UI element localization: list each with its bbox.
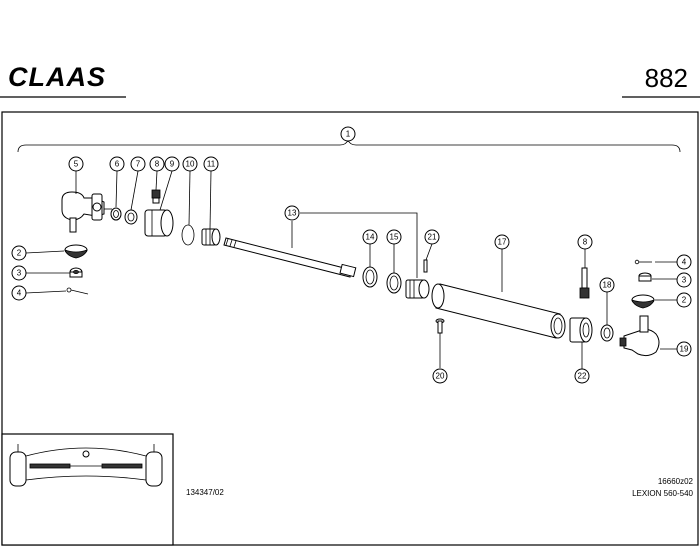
svg-text:11: 11: [207, 160, 216, 169]
callout-1[interactable]: 1: [340, 126, 356, 142]
svg-text:20: 20: [436, 372, 445, 381]
svg-text:9: 9: [170, 160, 175, 169]
svg-text:14: 14: [366, 233, 375, 242]
callout-9[interactable]: 9: [164, 156, 180, 172]
castle-nut-right: [638, 272, 652, 282]
svg-text:4: 4: [682, 258, 687, 267]
svg-text:6: 6: [115, 160, 120, 169]
svg-text:2: 2: [17, 249, 22, 258]
svg-text:2: 2: [682, 296, 687, 305]
clamp-22: [569, 317, 593, 343]
callout-2-left[interactable]: 2: [11, 245, 27, 261]
svg-text:21: 21: [428, 233, 437, 242]
pin-21: [423, 259, 428, 273]
callout-5[interactable]: 5: [68, 156, 84, 172]
circlip-10: [181, 224, 195, 246]
callout-22[interactable]: 22: [574, 368, 590, 384]
svg-text:17: 17: [498, 238, 507, 247]
callout-3-right[interactable]: 3: [676, 272, 692, 288]
callouts: 1 5 6 7 8 9 10 11 2 3 4 13 14 15 21 17 8…: [11, 126, 692, 384]
header: CLAAS 882: [0, 62, 700, 98]
ring-14-inner: [365, 269, 375, 285]
castle-nut-left: [69, 267, 83, 278]
callout-3-left[interactable]: 3: [11, 265, 27, 281]
cotter-pin-right: [634, 259, 652, 265]
callout-20[interactable]: 20: [432, 368, 448, 384]
callout-18[interactable]: 18: [599, 277, 615, 293]
svg-text:15: 15: [390, 233, 399, 242]
callout-4-right[interactable]: 4: [676, 254, 692, 270]
callout-14[interactable]: 14: [362, 229, 378, 245]
svg-text:3: 3: [17, 269, 22, 278]
cotter-pin-left: [66, 287, 89, 295]
svg-text:22: 22: [578, 372, 587, 381]
page-number: 882: [645, 63, 688, 93]
footer-left-ref: 134347/02: [186, 488, 224, 497]
callout-17[interactable]: 17: [494, 234, 510, 250]
grease-nipple-left: [151, 189, 161, 204]
callout-10[interactable]: 10: [182, 156, 198, 172]
svg-text:5: 5: [74, 160, 79, 169]
callout-11[interactable]: 11: [203, 156, 219, 172]
svg-text:8: 8: [155, 160, 160, 169]
svg-text:1: 1: [346, 130, 351, 139]
threaded-bush-center: [405, 279, 430, 299]
svg-text:4: 4: [17, 289, 22, 298]
dust-cap-right: [631, 294, 655, 309]
callout-7[interactable]: 7: [130, 156, 146, 172]
ring-18: [600, 324, 614, 342]
ring-18-inner: [603, 327, 611, 339]
callout-4-left[interactable]: 4: [11, 285, 27, 301]
ring-7: [124, 209, 138, 225]
footer-drawing-ref: 16660z02: [658, 477, 694, 486]
callout-13[interactable]: 13: [284, 205, 300, 221]
svg-text:8: 8: [583, 238, 588, 247]
callout-8-right[interactable]: 8: [577, 234, 593, 250]
drawing-frame: [1, 111, 699, 546]
svg-text:7: 7: [136, 160, 141, 169]
bolt-20: [435, 318, 445, 334]
ring-6-inner: [113, 210, 119, 218]
ring-15-inner: [389, 275, 399, 291]
svg-text:18: 18: [603, 281, 612, 290]
leader-lines: [25, 140, 677, 369]
threaded-rod-13: [223, 237, 357, 278]
callout-19[interactable]: 19: [676, 341, 692, 357]
tube-17: [431, 283, 566, 339]
callout-21[interactable]: 21: [424, 229, 440, 245]
assembly-brace: [17, 138, 681, 153]
callout-6[interactable]: 6: [109, 156, 125, 172]
footer-model: LEXION 560-540: [632, 489, 693, 498]
grease-nipple-right: [579, 267, 590, 299]
clamp-sleeve-9: [144, 209, 174, 237]
svg-text:19: 19: [680, 345, 689, 354]
callout-2-right[interactable]: 2: [676, 292, 692, 308]
svg-text:13: 13: [288, 209, 297, 218]
axle-overview-inset: [1, 433, 174, 546]
threaded-bush-11: [201, 228, 221, 246]
tie-rod-end-right: [619, 315, 660, 357]
svg-text:3: 3: [682, 276, 687, 285]
ring-6: [110, 207, 122, 221]
tie-rod-end-left: [61, 191, 112, 233]
dust-cap-left: [64, 244, 88, 259]
callout-8-left[interactable]: 8: [149, 156, 165, 172]
ring-7-inner: [127, 212, 135, 222]
callout-15[interactable]: 15: [386, 229, 402, 245]
svg-text:10: 10: [186, 160, 195, 169]
claas-logo: CLAAS: [8, 62, 106, 92]
